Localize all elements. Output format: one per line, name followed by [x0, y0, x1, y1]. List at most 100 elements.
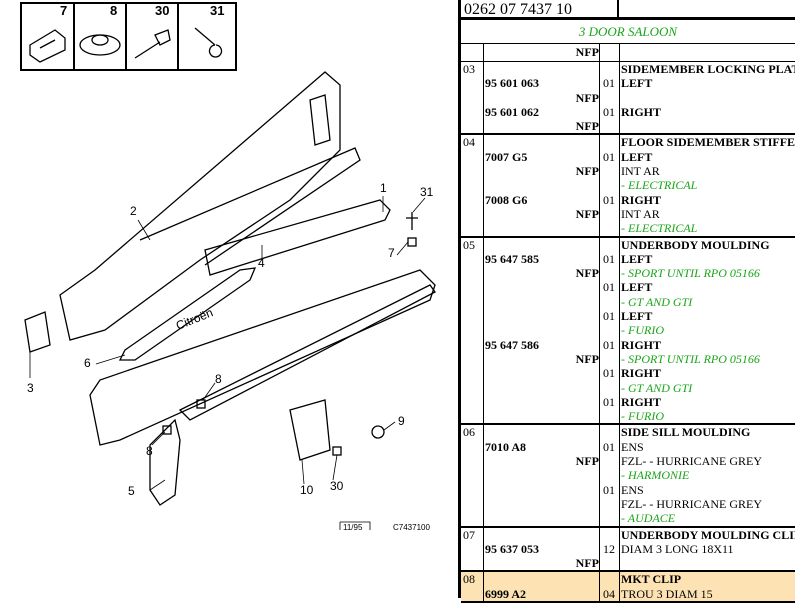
part-number: 7008 G6 — [485, 192, 528, 207]
callout-3: 3 — [27, 381, 34, 395]
callout-8: 8 — [215, 372, 222, 386]
part-line: NFP INT AR — [461, 207, 795, 221]
description: - FURIO — [621, 323, 664, 338]
description — [619, 119, 795, 133]
description: LEFT — [621, 309, 653, 324]
callout-5: 5 — [128, 484, 135, 498]
ref-number — [461, 338, 483, 352]
quantity: 01 — [603, 280, 615, 295]
nfp-label: NFP — [575, 206, 599, 221]
description: SIDEMEMBER LOCKING PLATE — [621, 62, 795, 76]
description: - ELECTRICAL — [621, 221, 698, 236]
part-number: 95 637 053 — [485, 541, 539, 556]
part-line: - HARMONIE — [461, 468, 795, 482]
quantity — [599, 62, 619, 76]
part-number: 95 647 585 — [485, 251, 539, 266]
description: DIAM 3 LONG 18X11 — [621, 541, 734, 556]
part-line: NFP — [461, 119, 795, 133]
quantity — [599, 164, 619, 178]
ref-number — [461, 207, 483, 221]
ref-number — [461, 542, 483, 556]
quantity — [599, 238, 619, 252]
quantity — [599, 323, 619, 337]
nfp-label: NFP — [575, 351, 599, 366]
document-header: 0262 07 7437 10 — [461, 0, 795, 20]
ref-number — [461, 381, 483, 395]
nfp-label: NFP — [575, 266, 599, 281]
callout-10: 10 — [300, 483, 314, 497]
ref-number — [461, 352, 483, 366]
quantity — [599, 295, 619, 309]
quantity — [599, 572, 619, 586]
callout-6: 6 — [84, 356, 91, 370]
part-line: 7008 G6 01 RIGHT — [461, 193, 795, 207]
ref-number — [461, 105, 483, 119]
description: - ELECTRICAL — [621, 178, 698, 193]
fastener-inset — [20, 2, 237, 71]
ref-number — [461, 178, 483, 192]
ref-number — [461, 309, 483, 323]
part-line: - FURIO — [461, 409, 795, 423]
part-line: - ELECTRICAL — [461, 221, 795, 235]
part-line: 01 LEFT — [461, 280, 795, 294]
description: RIGHT — [621, 394, 662, 409]
ref-number — [461, 221, 483, 235]
description: RIGHT — [621, 192, 662, 207]
ref-number — [461, 497, 483, 511]
callout-7: 7 — [388, 246, 395, 260]
quantity — [599, 135, 619, 149]
ref-number — [461, 587, 483, 601]
callout-8: 8 — [146, 444, 153, 458]
frame-sidemember — [59, 71, 361, 341]
nfp-label: NFP — [575, 164, 599, 179]
callout-31: 31 — [420, 185, 434, 199]
nfp-label: NFP — [575, 119, 599, 134]
ref-number — [461, 511, 483, 525]
model-title: 3 DOOR SALOON — [461, 20, 795, 44]
quantity: 01 — [603, 192, 615, 207]
ref-number — [461, 150, 483, 164]
description: LEFT — [621, 280, 653, 295]
quantity — [599, 91, 619, 105]
quantity: 01 — [603, 482, 615, 497]
description — [619, 91, 795, 105]
quantity — [599, 528, 619, 542]
description: - SPORT UNTIL RPO 05166 — [621, 351, 760, 366]
inset-label-30: 30 — [155, 3, 170, 18]
nfp-label: NFP — [575, 556, 599, 571]
description: RIGHT — [621, 337, 662, 352]
ref-number — [461, 454, 483, 468]
ref-number — [461, 266, 483, 280]
part-line: - GT AND GTI — [461, 381, 795, 395]
quantity: 01 — [603, 337, 615, 352]
quantity — [599, 454, 619, 468]
quantity — [599, 207, 619, 221]
ref-number — [461, 295, 483, 309]
ref-number: 03 — [463, 62, 475, 76]
ref-number — [461, 483, 483, 497]
description: - FURIO — [621, 409, 664, 424]
inset-label-8: 8 — [110, 3, 118, 18]
ref-number — [461, 119, 483, 133]
callout-9: 9 — [398, 414, 405, 428]
description: INT AR — [621, 206, 660, 221]
ref-number: 04 — [463, 135, 475, 150]
quantity — [599, 497, 619, 511]
ref-number: 08 — [463, 572, 475, 587]
quantity: 01 — [603, 366, 615, 381]
